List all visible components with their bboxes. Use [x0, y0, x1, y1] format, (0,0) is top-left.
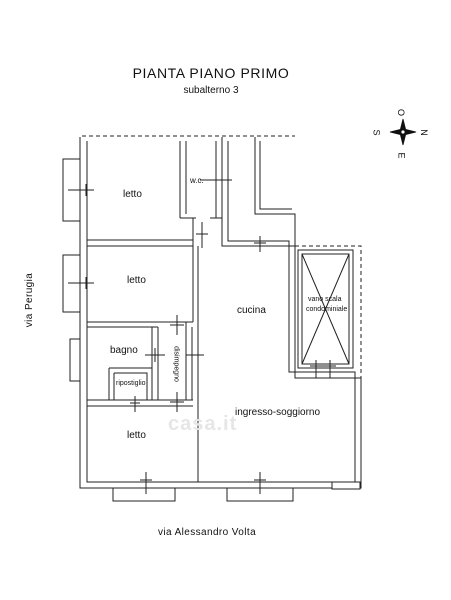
wall-bagno-bottom: [87, 399, 193, 407]
opening-mark: [170, 315, 184, 335]
compass-label-south: S: [371, 129, 382, 136]
room-label-ingresso-soggiorno: ingresso-soggiorno: [235, 407, 321, 418]
plan-title: PIANTA PIANO PRIMO: [132, 65, 290, 81]
wall-central-left: [192, 218, 199, 482]
opening-mark: [254, 472, 266, 494]
compass-point-west: [389, 128, 403, 136]
room-label-disimpegno: disimpegno: [172, 346, 180, 382]
room-label-cucina: cucina: [237, 305, 266, 316]
window-bagno: [69, 338, 81, 382]
opening-mark: [310, 360, 336, 378]
room-label-condominiale: condominiale: [306, 306, 348, 313]
wall-ripostiglio: [108, 367, 153, 400]
room-label-vano-scala: vano scala: [308, 296, 342, 303]
compass-point-east: [403, 128, 417, 136]
street-label-bottom: via Alessandro Volta: [157, 527, 257, 538]
compass-label-west: O: [396, 108, 407, 117]
room-label-ripostiglio: ripostiglio: [116, 380, 146, 387]
opening-mark: [200, 172, 232, 188]
wall-disimpegno-right: [185, 322, 193, 400]
opening-mark: [145, 348, 165, 362]
top-boundary-right-inner: [259, 141, 292, 210]
stair-boundary-dashed: [295, 245, 362, 378]
room-label-letto-3: letto: [127, 430, 146, 441]
compass-rose: [389, 118, 417, 146]
top-boundary-right: [254, 137, 296, 246]
window-letto3: [112, 487, 176, 502]
compass-label-east: E: [396, 152, 407, 159]
compass-center: [400, 129, 406, 135]
opening-mark: [68, 184, 94, 196]
wall-bagno-right: [151, 327, 159, 400]
wall-wc-left: [179, 141, 187, 218]
room-label-letto-2: letto: [127, 275, 146, 286]
wall-letto1-bottom: [87, 239, 193, 247]
wall-letto2-bottom: [87, 321, 193, 328]
plan-subtitle: subalterno 3: [183, 85, 239, 96]
street-label-left: via Perugia: [24, 272, 35, 328]
outer-wall-inner: [86, 141, 356, 483]
room-label-bagno: bagno: [110, 345, 138, 356]
opening-mark: [254, 236, 266, 252]
room-label-wc: w.c.: [190, 176, 204, 185]
opening-mark: [196, 222, 208, 248]
opening-mark: [140, 472, 152, 494]
compass-label-north: N: [418, 129, 429, 136]
stair-box: [297, 249, 354, 369]
stair-diagonal-2: [301, 253, 350, 365]
room-label-letto-1: letto: [123, 189, 142, 200]
window-soggiorno-right: [331, 481, 361, 490]
opening-mark: [186, 348, 204, 362]
opening-mark: [130, 396, 140, 412]
watermark-logo: casa.it: [168, 413, 238, 435]
stair-box-inner: [301, 253, 350, 365]
opening-mark: [170, 392, 184, 412]
opening-mark: [68, 277, 94, 289]
